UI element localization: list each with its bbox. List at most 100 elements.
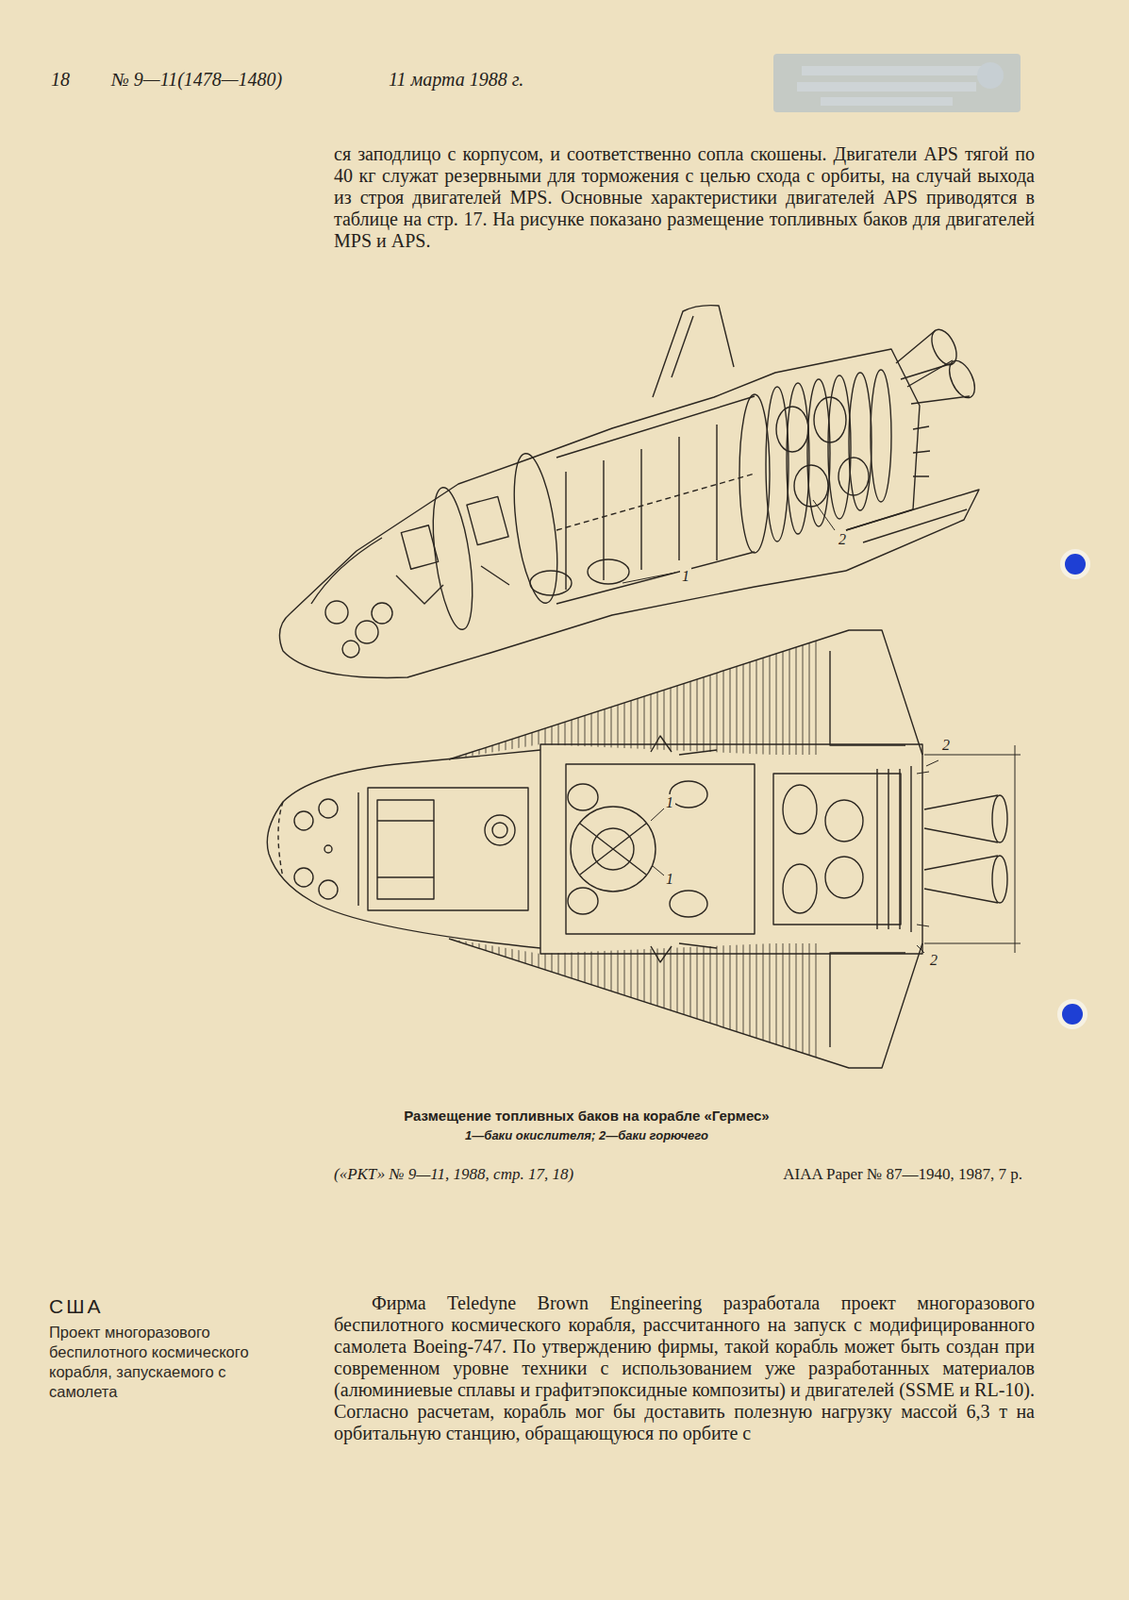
illustration-part (318, 879, 338, 899)
illustration-part (924, 795, 998, 843)
issue-number: № 9—11(1478—1480) (111, 67, 283, 91)
illustration-part (669, 780, 708, 808)
illustration-part (587, 559, 630, 584)
illustration-part (671, 315, 694, 378)
illustration-part (426, 484, 481, 632)
illustration-part (739, 394, 770, 553)
illustration-part (294, 811, 314, 831)
illustration-part (669, 890, 708, 917)
illustration-part (1057, 998, 1088, 1030)
figure-caption: Размещение топливных баков на корабле «Г… (403, 1107, 769, 1125)
illustration-part (266, 749, 541, 948)
illustration-part (650, 735, 672, 963)
page-number: 18 (50, 67, 70, 91)
callout-number: 2 (928, 951, 940, 969)
illustration-part (278, 801, 283, 878)
illustration-part (773, 53, 1021, 113)
sidebar-summary: Проект многоразового беспилотного космич… (49, 1322, 276, 1402)
illustration-part (944, 356, 980, 401)
illustration-part (556, 396, 755, 604)
illustration-part (650, 808, 665, 876)
illustration-part (567, 887, 598, 914)
figure-key: 1—баки окислителя; 2—баки горючего (464, 1128, 709, 1144)
illustration-part (838, 457, 869, 496)
section-heading: США (49, 1295, 103, 1318)
illustration-part (913, 426, 930, 477)
callout-number: 2 (836, 531, 848, 548)
illustration-part (652, 305, 734, 398)
illustration-part (801, 66, 991, 76)
illustration-part (371, 602, 393, 624)
illustration-part (896, 330, 953, 380)
illustration-part (924, 855, 998, 903)
illustration-part (927, 325, 963, 369)
illustration-part (863, 509, 967, 543)
illustration-part (786, 382, 810, 534)
illustration-part (367, 787, 529, 911)
body-paragraph: Фирма Teledyne Brown Engineering разрабо… (333, 1292, 1035, 1445)
illustration-part (825, 856, 864, 898)
illustration-part (530, 570, 572, 596)
illustration-part (279, 348, 920, 678)
illustration-part (396, 565, 510, 604)
illustration-part (907, 360, 970, 404)
illustration-part (565, 424, 717, 590)
illustration-part (448, 630, 923, 1068)
illustration-part (916, 771, 930, 927)
illustration-part (484, 814, 515, 846)
illustration-part (358, 792, 434, 906)
illustration-part (325, 600, 349, 624)
illustration-part (848, 372, 872, 511)
library-stamp (773, 53, 1021, 113)
illustration-part (622, 572, 676, 583)
illustration-part (794, 464, 829, 507)
source-reference: AIAA Paper № 87—1940, 1987, 7 р. (782, 1164, 1023, 1184)
illustration-part (992, 795, 1008, 843)
illustration-part (342, 640, 360, 658)
illustration-part (679, 749, 717, 948)
callout-number: 1 (664, 794, 676, 812)
illustration-part (830, 650, 906, 1047)
illustration-part (870, 369, 892, 502)
illustration-part (1060, 548, 1091, 580)
illustration-part (556, 473, 755, 531)
body-paragraph: ся заподлицо с корпусом, и соответственн… (333, 143, 1035, 252)
callout-number: 1 (664, 870, 676, 888)
illustration-part (813, 397, 847, 443)
illustration-part (977, 62, 1004, 89)
illustration-part (796, 82, 977, 92)
spaceplane-plan-view (266, 613, 1021, 1085)
illustration-part (294, 867, 314, 887)
illustration-part (570, 806, 656, 892)
spaceplane-cutaway (279, 305, 980, 679)
illustration-part (318, 798, 338, 818)
illustration-part (311, 537, 382, 604)
source-reference: («РКТ» № 9—11, 1988, стр. 17, 18) (333, 1164, 574, 1184)
illustration-part (916, 760, 939, 953)
illustration-part (580, 823, 647, 875)
illustration-part (1062, 1003, 1083, 1025)
illustration-part (765, 386, 789, 542)
illustration-part (377, 799, 434, 899)
illustration-part (782, 784, 817, 834)
illustration-part (400, 525, 438, 569)
callout-number: 1 (680, 567, 692, 585)
illustration-part (506, 450, 565, 606)
punch-holes (1057, 548, 1091, 1030)
illustration-part (540, 744, 923, 954)
illustration-part (782, 863, 817, 914)
illustration-part (992, 855, 1008, 903)
illustration-part (355, 620, 379, 644)
illustration-part (773, 773, 901, 925)
illustration-part (820, 97, 953, 106)
callout-number: 2 (940, 736, 952, 754)
issue-date: 11 марта 1988 г. (388, 67, 524, 91)
illustration-part (466, 496, 509, 545)
illustration-part (452, 613, 816, 1085)
illustration-part (877, 765, 912, 932)
illustration-part (565, 763, 755, 934)
illustration-part (492, 822, 508, 838)
illustration-part (452, 613, 816, 1085)
illustration-part (776, 406, 809, 452)
